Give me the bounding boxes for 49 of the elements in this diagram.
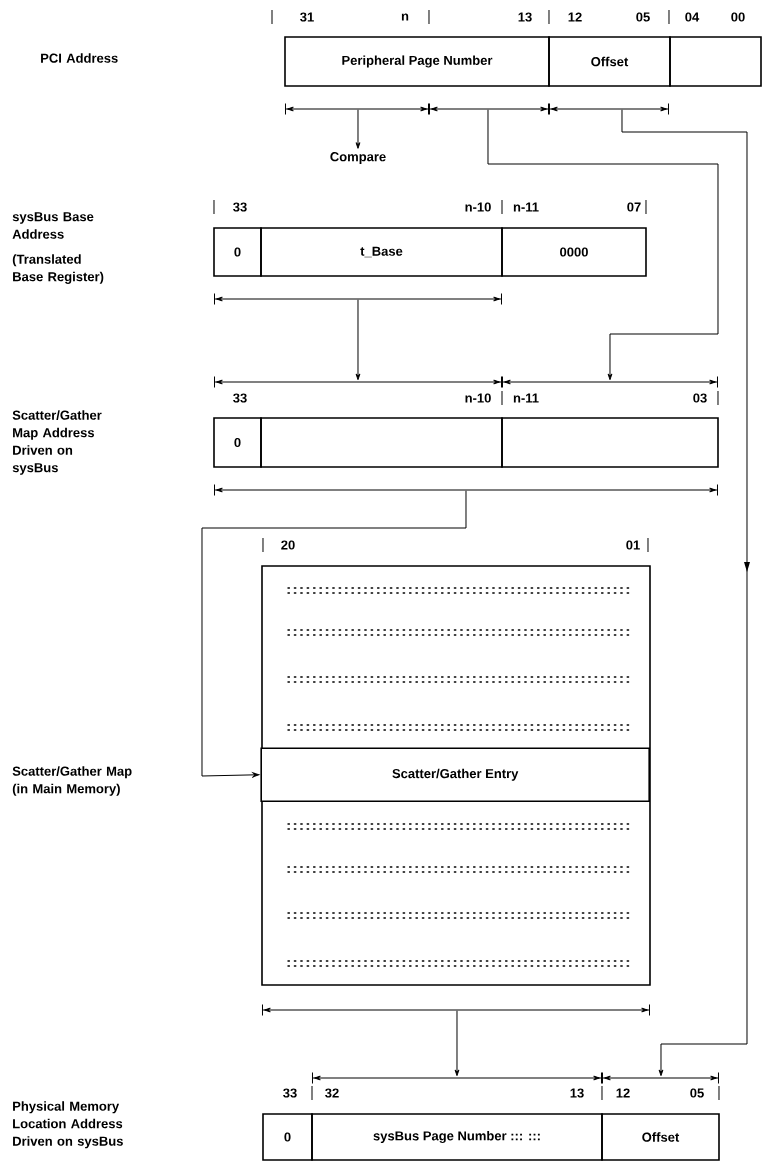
field-box: Offset	[548, 36, 671, 87]
bit-number: n-10	[465, 393, 491, 403]
empty-field-box	[501, 417, 719, 468]
arrow	[454, 1010, 460, 1077]
bit-number: 33	[283, 1088, 297, 1098]
bit-number: n-10	[465, 202, 491, 212]
field-box: 0	[213, 417, 262, 468]
arrow	[355, 109, 361, 149]
bit-number: 32	[325, 1088, 339, 1098]
bit-number: 13	[518, 12, 532, 22]
arrow	[201, 490, 467, 778]
node-text: Compare	[330, 152, 386, 164]
bit-number: 12	[568, 12, 582, 22]
memory-map-box	[261, 565, 651, 986]
bit-number: 05	[636, 12, 650, 22]
bit-number: 05	[690, 1088, 704, 1098]
arrow	[355, 299, 361, 381]
arrow	[487, 109, 719, 381]
bit-number: 12	[616, 1088, 630, 1098]
row-label: Physical Memory Location Address Driven on sysBus	[13, 1101, 123, 1149]
field-box: t_Base	[260, 227, 503, 277]
row-label: sysBus Base Address	[12, 212, 94, 239]
bit-number: n-11	[513, 393, 539, 403]
field-box: sysBus Page Number ::: :::	[311, 1113, 603, 1161]
row-label: Scatter/Gather Map Address Driven on sysBus	[12, 410, 102, 475]
bit-number: 03	[693, 393, 707, 403]
entry-row: Scatter/Gather Entry	[260, 747, 650, 802]
bit-number: n	[401, 13, 409, 21]
empty-field-box	[669, 36, 762, 87]
row-label: Scatter/Gather Map (in Main Memory)	[12, 766, 132, 796]
bit-number: 33	[233, 202, 247, 212]
arrow	[621, 109, 750, 1077]
field-box: Peripheral Page Number	[284, 36, 550, 87]
bit-number: 33	[233, 393, 247, 403]
field-box: Offset	[601, 1113, 720, 1161]
bit-number: 20	[281, 540, 295, 550]
bit-number: 13	[570, 1088, 584, 1098]
field-box: 0000	[501, 227, 647, 277]
bit-number: 01	[626, 540, 640, 550]
bit-number: 07	[627, 202, 641, 212]
row-label: (Translated Base Register)	[12, 254, 104, 284]
bit-number: 00	[731, 12, 745, 22]
bit-number: 31	[300, 12, 314, 22]
field-box: 0	[213, 227, 262, 277]
bit-number: n-11	[513, 202, 539, 212]
bit-number: 04	[685, 12, 700, 22]
row-label: PCI Address	[41, 53, 118, 63]
empty-field-box	[260, 417, 503, 468]
field-box: 0	[262, 1113, 313, 1161]
